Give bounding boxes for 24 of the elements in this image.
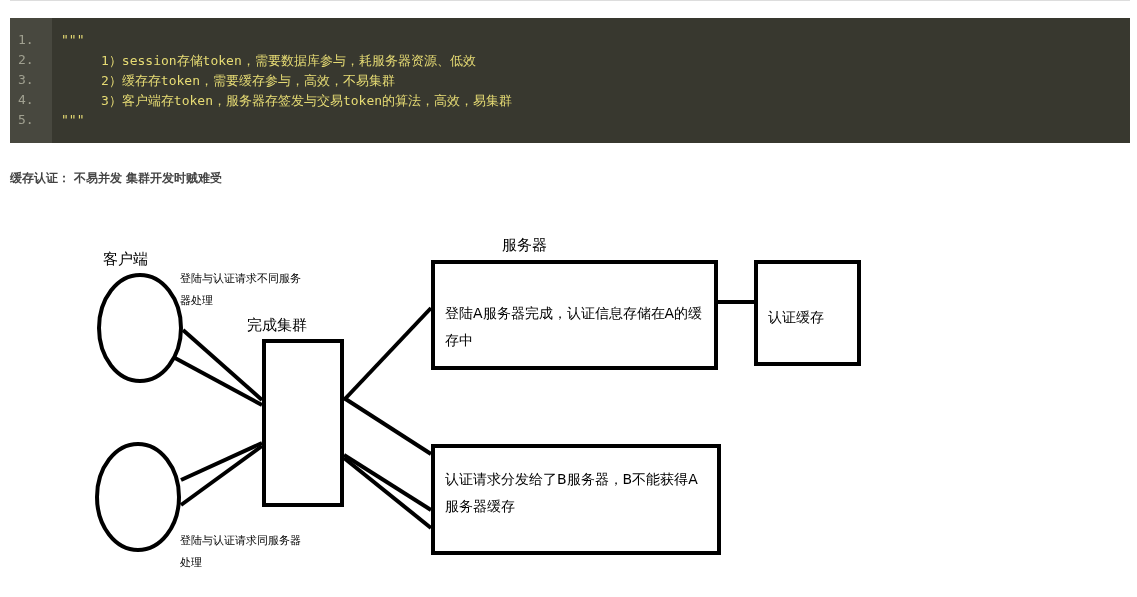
line-number: 1. (18, 32, 34, 47)
server-box: 认证请求分发给了B服务器，B不能获得A服务器缓存 (431, 444, 721, 555)
line-number: 2. (18, 52, 34, 67)
connector-line (179, 444, 264, 507)
connector-line (181, 328, 264, 402)
code-line: 1）session存储token，需要数据库参与，耗服务器资源、低效 (101, 52, 476, 70)
cache-box: 认证缓存 (754, 260, 861, 366)
client-label: 客户端 (103, 250, 149, 268)
line-number: 4. (18, 92, 34, 107)
code-line: """ (61, 112, 85, 127)
line-number: 5. (18, 112, 34, 127)
line-number: 3. (18, 72, 34, 87)
box-heading: 完成集群 (247, 316, 307, 335)
connector-line (180, 441, 263, 482)
connector-line (174, 356, 263, 407)
box-heading: 服务器 (502, 236, 547, 255)
code-line: """ (61, 32, 85, 47)
server-box: 登陆A服务器完成，认证信息存储在A的缓存中 (431, 260, 718, 370)
connector-line (718, 300, 754, 304)
note-text: 登陆与认证请求同服务器处理 (180, 533, 302, 571)
code-line: 2）缓存存token，需要缓存参与，高效，不易集群 (101, 72, 395, 90)
note-text: 登陆与认证请求不同服务器处理 (180, 271, 302, 309)
note-text: 缓存认证： 不易并发 集群开发时贼难受 (10, 170, 223, 187)
code-line: 3）客户端存token，服务器存签发与交易token的算法，高效，易集群 (101, 92, 513, 110)
